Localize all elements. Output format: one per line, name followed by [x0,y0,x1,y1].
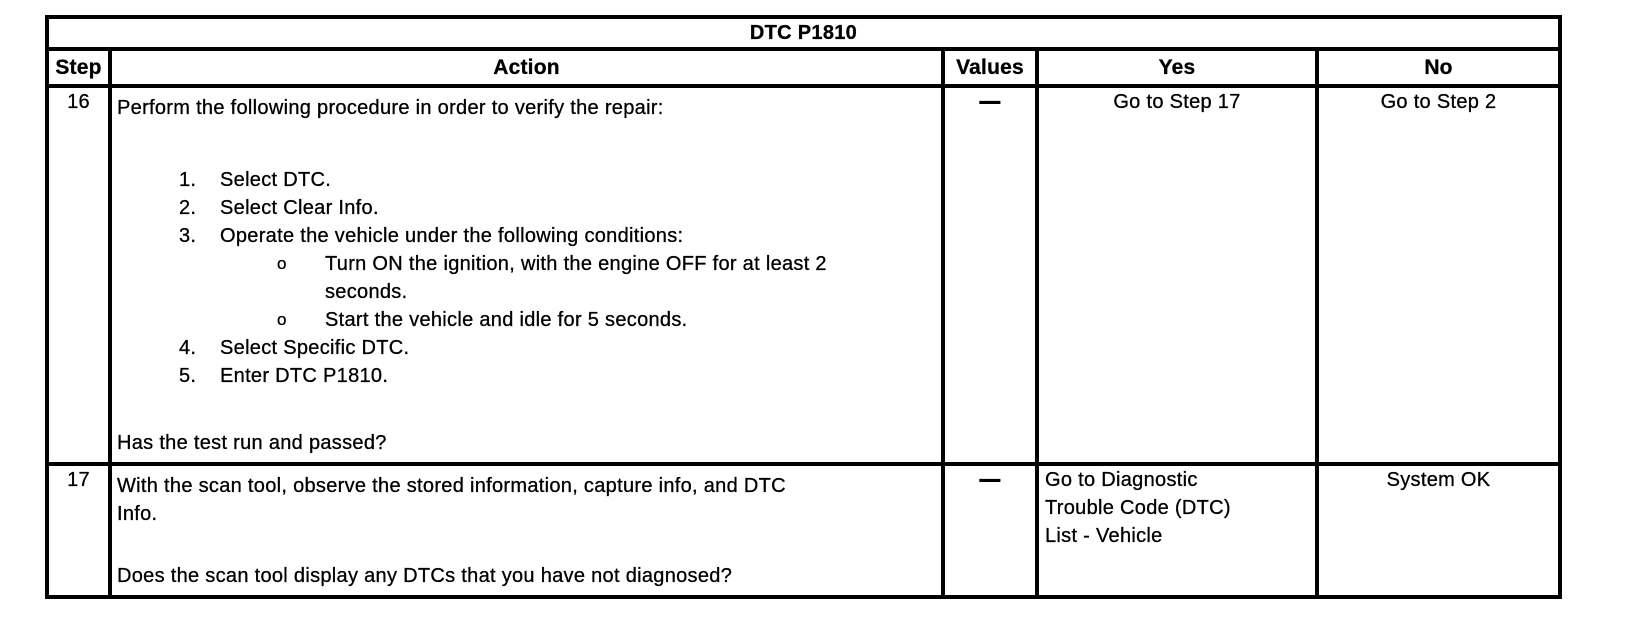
step-number: 17 [45,462,112,599]
column-header-action: Action [108,47,945,88]
values-cell: — [941,84,1039,466]
table-header-row: Step Action Values Yes No [45,47,1563,88]
no-cell: Go to Step 2 [1314,84,1563,466]
list-item: 1. Select DTC. [117,166,937,194]
list-marker: 4. [179,337,197,359]
action-procedure: Perform the following procedure in order… [117,94,937,390]
values-cell: — [941,462,1039,599]
table-title-row: DTC P1810 [44,15,1563,51]
list-marker: 5. [179,365,197,387]
action-list: 1. Select DTC. 2. Select Clear Info. 3. Ope… [117,166,937,390]
bullet-marker: o [277,254,287,273]
yes-cell: Go to Diagnostic Trouble Code (DTC) List… [1035,462,1319,599]
column-header-yes: Yes [1035,47,1319,88]
no-cell: System OK [1314,462,1563,599]
yes-cell: Go to Step 17 [1035,84,1319,466]
column-header-values: Values [941,47,1039,88]
list-text: Enter DTC P1810. [220,365,389,387]
list-item: 4. Select Specific DTC. [117,334,937,362]
list-marker: 1. [179,169,197,191]
action-question: Has the test run and passed? [117,432,387,454]
list-item-nested: o Turn ON the ignition, with the engine O… [117,250,937,306]
column-header-no: No [1314,47,1563,88]
action-question: Does the scan tool display any DTCs that… [117,565,733,587]
list-text: Start the vehicle and idle for 5 seconds… [325,309,688,331]
bullet-marker: o [277,310,287,329]
list-text: Operate the vehicle under the following … [220,225,684,247]
list-item: 2. Select Clear Info. [117,194,937,222]
action-cell: With the scan tool, observe the stored i… [108,462,945,599]
step-number: 16 [45,84,112,466]
action-intro: Perform the following procedure in order… [117,97,664,119]
dtc-diagnostic-table: DTC P1810 Step Action Values Yes No 16 P… [44,15,1563,599]
action-intro: With the scan tool, observe the stored i… [117,475,786,525]
list-item: 3. Operate the vehicle under the followin… [117,222,937,250]
list-marker: 3. [179,225,197,247]
list-text: Select DTC. [220,169,332,191]
list-text: Select Specific DTC. [220,337,410,359]
table-title: DTC P1810 [44,15,1563,51]
action-cell: Perform the following procedure in order… [108,84,945,466]
column-header-step: Step [45,47,112,88]
table-row-step-16: 16 Perform the following procedure in or… [45,84,1563,466]
list-item-nested: o Start the vehicle and idle for 5 second… [117,306,937,334]
list-text: Select Clear Info. [220,197,379,219]
list-item: 5. Enter DTC P1810. [117,362,937,390]
table-row-step-17: 17 With the scan tool, observe the store… [45,462,1563,599]
list-text: Turn ON the ignition, with the engine OF… [325,253,827,303]
list-marker: 2. [179,197,197,219]
